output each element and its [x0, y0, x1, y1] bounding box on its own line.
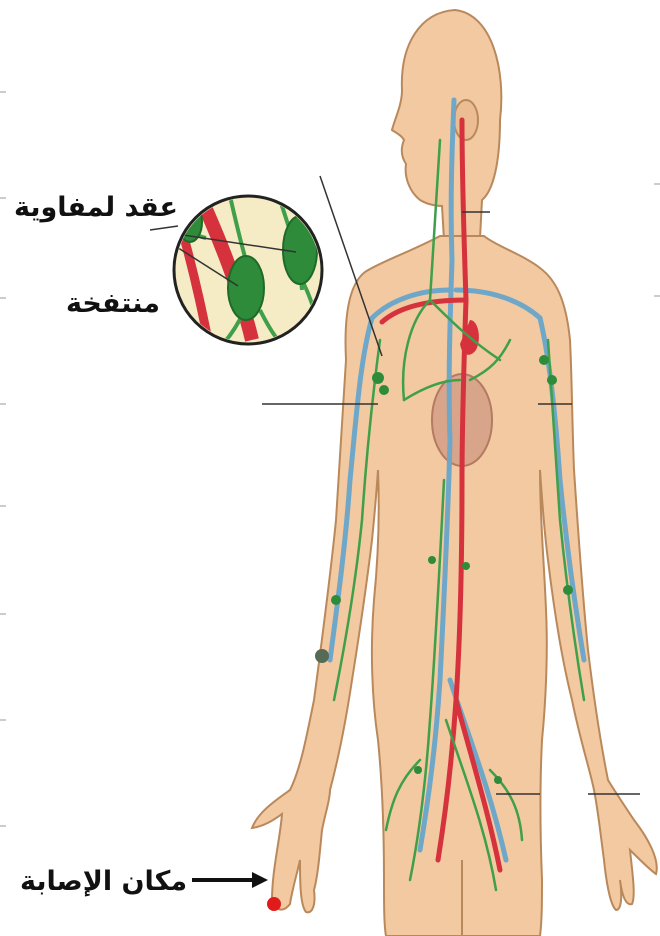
injury-site-label: مكان الإصابة: [20, 866, 187, 897]
injury-marker: [267, 897, 281, 911]
swollen-lymph-nodes-label-line2: منتفخة: [66, 288, 160, 319]
swollen-lymph-nodes-label-line1: عقد لمفاوية: [14, 192, 178, 223]
pointer-arrow-icon: [192, 872, 268, 888]
